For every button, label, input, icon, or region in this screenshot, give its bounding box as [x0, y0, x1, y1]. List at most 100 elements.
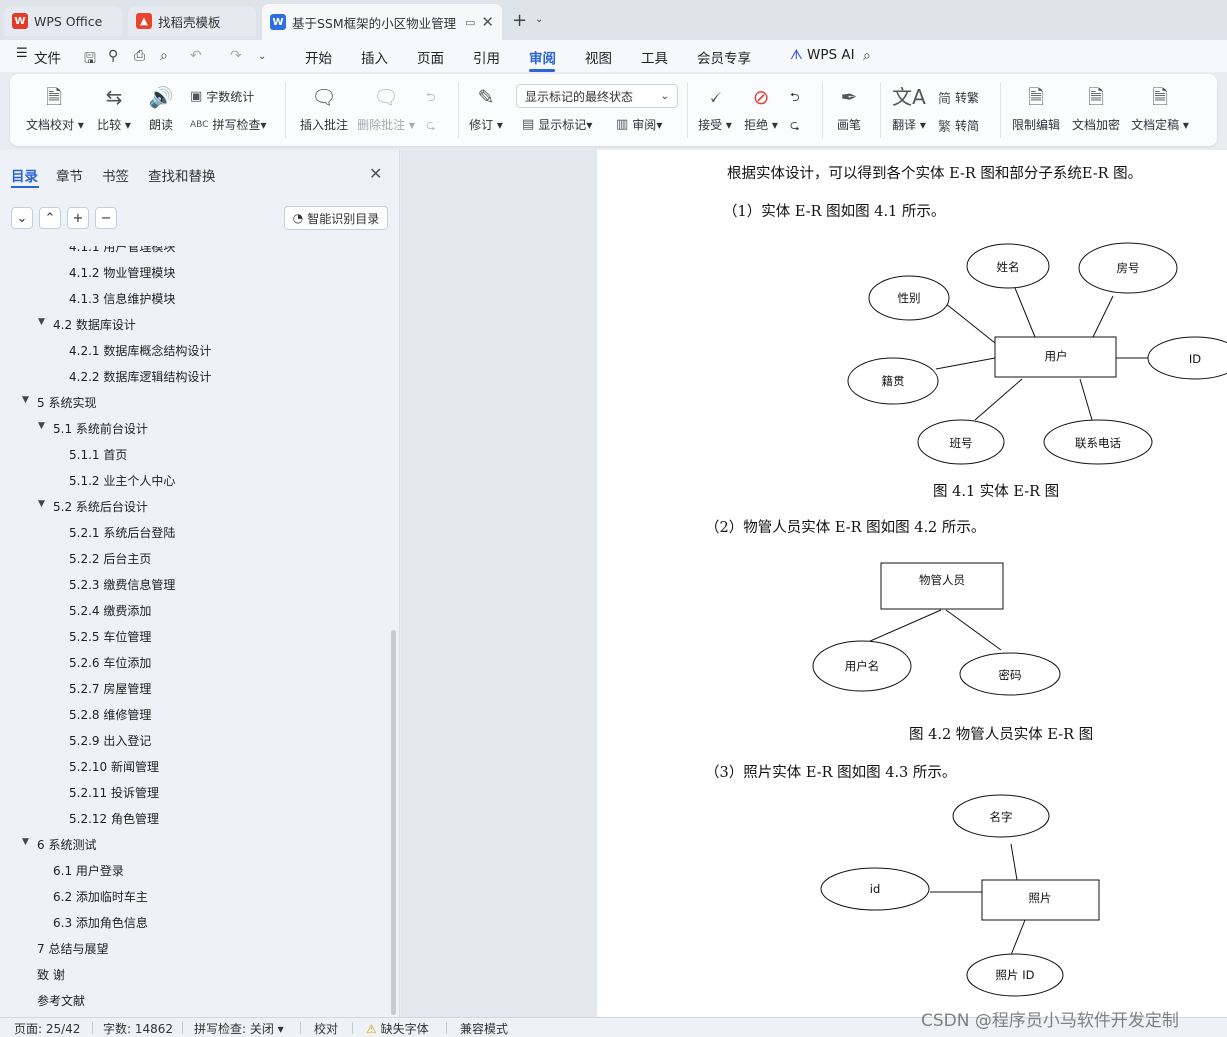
revise-button[interactable]: ✎ 修订 ▾: [466, 84, 506, 133]
toc-item[interactable]: 6.2 添加临时车主: [53, 888, 148, 905]
toc-item[interactable]: 5.2.12 角色管理: [69, 810, 159, 827]
smart-toc-button[interactable]: ◔ 智能识别目录: [284, 206, 388, 230]
toc-item[interactable]: 5.1.2 业主个人中心: [69, 472, 175, 489]
toc-item[interactable]: 5.2.3 缴费信息管理: [69, 576, 175, 593]
menu-file[interactable]: 文件: [34, 51, 61, 67]
toc-item[interactable]: ▼6 系统测试: [22, 836, 96, 853]
toc-item[interactable]: 7 总结与展望: [37, 940, 108, 957]
toc-item[interactable]: 6.1 用户登录: [53, 862, 124, 879]
menu-home[interactable]: 开始: [305, 51, 332, 67]
toc-item[interactable]: 5.2.1 系统后台登陆: [69, 524, 175, 541]
close-icon[interactable]: ✕: [369, 164, 383, 183]
menu-review[interactable]: 审阅: [529, 51, 556, 67]
caret-down-icon[interactable]: ▼: [38, 499, 45, 509]
to-simplified-button[interactable]: 繁 转简: [938, 116, 979, 135]
tab-template-store[interactable]: ▲ 找稻壳模板: [128, 6, 256, 36]
toc-item[interactable]: 4.1.1 用户管理模块: [69, 246, 175, 255]
menu-tools[interactable]: 工具: [641, 51, 668, 67]
menu-insert[interactable]: 插入: [361, 51, 388, 67]
reject-button[interactable]: ⊘ 拒绝 ▾: [742, 84, 780, 133]
compare-button[interactable]: ⇆ 比较 ▾: [94, 84, 134, 133]
screen-icon[interactable]: ▭: [465, 15, 476, 29]
document-page[interactable]: 根据实体设计，可以得到各个实体 E-R 图和部分子系统E-R 图。 （1）实体 …: [597, 150, 1227, 1017]
collapse-all-button[interactable]: ⌄: [11, 207, 33, 229]
delete-comment-button[interactable]: 🗨 删除批注 ▾: [357, 85, 415, 132]
expand-up-button[interactable]: ⌃: [39, 207, 61, 229]
tab-document[interactable]: W 基于SSM框架的小区物业管理 ▭ ✕: [262, 4, 502, 40]
toc-item[interactable]: 5.2.6 车位添加: [69, 654, 151, 671]
chevron-down-icon[interactable]: ⌄: [535, 14, 544, 25]
to-traditional-button[interactable]: 简 转繁: [938, 88, 979, 107]
share-icon[interactable]: ⚲: [108, 48, 119, 64]
read-aloud-button[interactable]: 🔊 朗读: [144, 84, 178, 133]
add-heading-button[interactable]: +: [67, 207, 89, 229]
accept-button[interactable]: 🗸 接受 ▾: [696, 84, 734, 133]
toc-item[interactable]: 5.2.7 房屋管理: [69, 680, 151, 697]
search-icon[interactable]: ⌕: [863, 48, 871, 64]
toc-item[interactable]: 6.3 添加角色信息: [53, 914, 148, 931]
toc-item[interactable]: ▼5 系统实现: [22, 394, 96, 411]
menu-view[interactable]: 视图: [585, 51, 612, 67]
redo-icon[interactable]: ↷: [230, 48, 242, 64]
previous-change-icon[interactable]: ⮌: [790, 90, 800, 104]
menu-page[interactable]: 页面: [417, 51, 444, 67]
menu-wps-ai[interactable]: ᗑ WPS AI: [790, 47, 855, 63]
tab-wps-office[interactable]: W WPS Office: [4, 6, 122, 36]
restrict-edit-button[interactable]: 🗎 限制编辑: [1008, 84, 1064, 133]
next-comment-icon[interactable]: ⮎: [426, 118, 436, 132]
toc-item[interactable]: 5.2.9 出入登记: [69, 732, 151, 749]
encrypt-button[interactable]: 🗎 文档加密: [1068, 84, 1124, 133]
chevron-down-icon[interactable]: ⌄: [258, 51, 267, 62]
markup-mode-select[interactable]: 显示标记的最终状态 ⌄: [516, 84, 678, 108]
toc-item[interactable]: 5.2.11 投诉管理: [69, 784, 159, 801]
tab-find-replace[interactable]: 查找和替换: [148, 169, 216, 185]
toc-item[interactable]: 4.1.3 信息维护模块: [69, 290, 175, 307]
toc-item[interactable]: 5.2.2 后台主页: [69, 550, 151, 567]
previous-comment-icon[interactable]: ⮌: [426, 90, 436, 104]
tab-toc[interactable]: 目录: [11, 169, 38, 185]
insert-comment-button[interactable]: 🗨 插入批注: [296, 84, 352, 133]
pen-button[interactable]: ✒ 画笔: [830, 84, 868, 133]
next-change-icon[interactable]: ⮎: [790, 118, 800, 132]
toc-item[interactable]: 5.2.8 维修管理: [69, 706, 151, 723]
toc-item[interactable]: ▼5.1 系统前台设计: [38, 420, 148, 437]
menu-references[interactable]: 引用: [473, 51, 500, 67]
finalize-button[interactable]: 🗎 文档定稿 ▾: [1128, 84, 1192, 133]
toc-item[interactable]: 5.2.10 新闻管理: [69, 758, 159, 775]
page-indicator[interactable]: 页面: 25/42: [14, 1022, 81, 1036]
caret-down-icon[interactable]: ▼: [22, 395, 29, 405]
new-tab-plus-icon[interactable]: +: [512, 10, 528, 31]
hamburger-icon[interactable]: ☰: [16, 46, 28, 61]
review-pane-button[interactable]: ▥ 审阅 ▾: [616, 117, 663, 132]
toc-item[interactable]: ▼4.2 数据库设计: [38, 316, 136, 333]
undo-icon[interactable]: ↶: [190, 48, 202, 64]
save-icon[interactable]: 🖫: [84, 51, 96, 67]
caret-down-icon[interactable]: ▼: [38, 317, 45, 327]
toc-item[interactable]: 4.1.2 物业管理模块: [69, 264, 175, 281]
missing-font-status[interactable]: ⚠ 缺失字体: [366, 1020, 429, 1037]
toc-item[interactable]: 5.2.4 缴费添加: [69, 602, 151, 619]
toc-item[interactable]: 4.2.2 数据库逻辑结构设计: [69, 368, 211, 385]
toc-item[interactable]: 5.1.1 首页: [69, 446, 127, 463]
remove-heading-button[interactable]: −: [95, 207, 117, 229]
show-markup-button[interactable]: ▤ 显示标记 ▾: [522, 117, 593, 132]
toc-item[interactable]: 4.2.1 数据库概念结构设计: [69, 342, 211, 359]
proofread-status[interactable]: 校对: [314, 1022, 339, 1036]
translate-button[interactable]: 文A 翻译 ▾: [888, 84, 930, 133]
caret-down-icon[interactable]: ▼: [38, 421, 45, 431]
tab-bookmarks[interactable]: 书签: [102, 169, 129, 185]
tab-chapters[interactable]: 章节: [56, 169, 83, 185]
doc-check-button[interactable]: 🗎 文档校对 ▾: [26, 85, 84, 132]
menu-member[interactable]: 会员专享: [697, 51, 751, 67]
print-preview-icon[interactable]: ⌕: [160, 48, 168, 64]
word-count-button[interactable]: ▣ 字数统计: [190, 88, 254, 105]
close-icon[interactable]: ✕: [481, 13, 494, 31]
print-icon[interactable]: ⎙: [134, 48, 146, 64]
caret-down-icon[interactable]: ▼: [22, 837, 29, 847]
toc-item[interactable]: 5.2.5 车位管理: [69, 628, 151, 645]
toc-item[interactable]: 致 谢: [37, 966, 65, 983]
spell-check-status[interactable]: 拼写检查: 关闭 ▾: [194, 1022, 284, 1036]
toc-item[interactable]: 参考文献: [37, 992, 85, 1009]
toc-item[interactable]: ▼5.2 系统后台设计: [38, 498, 148, 515]
toc-scrollbar[interactable]: [391, 630, 396, 1015]
